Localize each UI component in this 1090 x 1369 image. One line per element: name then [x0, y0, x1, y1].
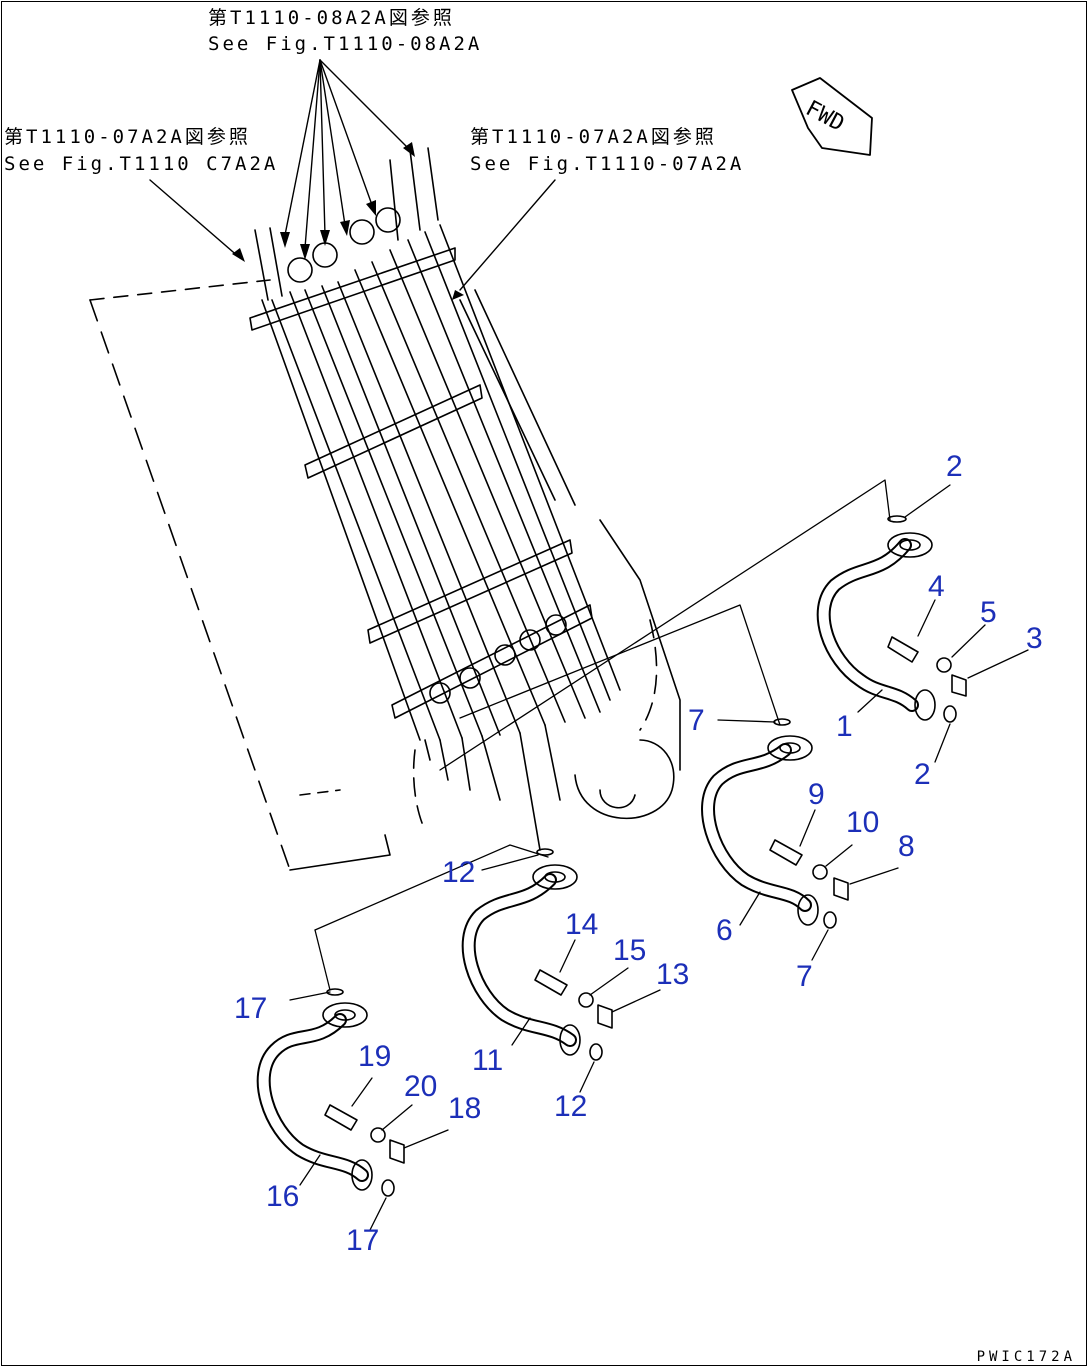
callout-5: 5	[980, 596, 997, 629]
callout-12-bottom: 12	[554, 1090, 588, 1123]
ref-right-en: See Fig.T1110-07A2A	[470, 153, 745, 175]
callout-9: 9	[808, 778, 825, 811]
clamp-bars	[249, 207, 593, 719]
boom-outline	[89, 279, 271, 301]
ref-left-en: See Fig.T1110 C7A2A	[4, 153, 279, 175]
callout-14: 14	[565, 908, 599, 941]
callout-3: 3	[1026, 622, 1043, 655]
callout-15: 15	[613, 934, 647, 967]
callout-12-top: 12	[442, 856, 476, 889]
callout-19: 19	[358, 1040, 392, 1073]
ref-right-jp: 第T1110-07A2A図参照	[470, 126, 717, 148]
hose-assembly-1	[816, 515, 967, 723]
callout-17-top: 17	[234, 992, 268, 1025]
callout-8: 8	[898, 830, 915, 863]
callout-10: 10	[846, 806, 880, 839]
ref-top-jp: 第T1110-08A2A図参照	[208, 7, 455, 29]
callout-1: 1	[836, 710, 853, 743]
callout-6: 6	[716, 914, 733, 947]
reference-arrows	[149, 59, 556, 291]
fwd-arrow-shape	[791, 77, 873, 156]
callout-2-bottom: 2	[914, 758, 931, 791]
callout-7-top: 7	[688, 704, 705, 737]
ref-left-jp: 第T1110-07A2A図参照	[4, 126, 251, 148]
leader-lines	[314, 479, 891, 991]
callout-leaders	[289, 484, 1029, 1231]
drawing-code: PWIC172A	[976, 1349, 1076, 1365]
callout-17-bottom: 17	[346, 1224, 380, 1257]
callout-2-top: 2	[946, 450, 963, 483]
callout-16: 16	[266, 1180, 300, 1213]
callout-13: 13	[656, 958, 690, 991]
hose-assembly-11	[461, 848, 613, 1061]
callout-20: 20	[404, 1070, 438, 1103]
hose-assembly-16	[256, 988, 405, 1197]
callout-11: 11	[472, 1044, 504, 1077]
callout-18: 18	[448, 1092, 482, 1125]
callout-4: 4	[928, 570, 945, 603]
hose-bundle	[254, 147, 621, 851]
callout-7-bottom: 7	[796, 960, 813, 993]
hose-assembly-6	[701, 718, 849, 929]
ref-top-en: See Fig.T1110-08A2A	[208, 33, 483, 55]
